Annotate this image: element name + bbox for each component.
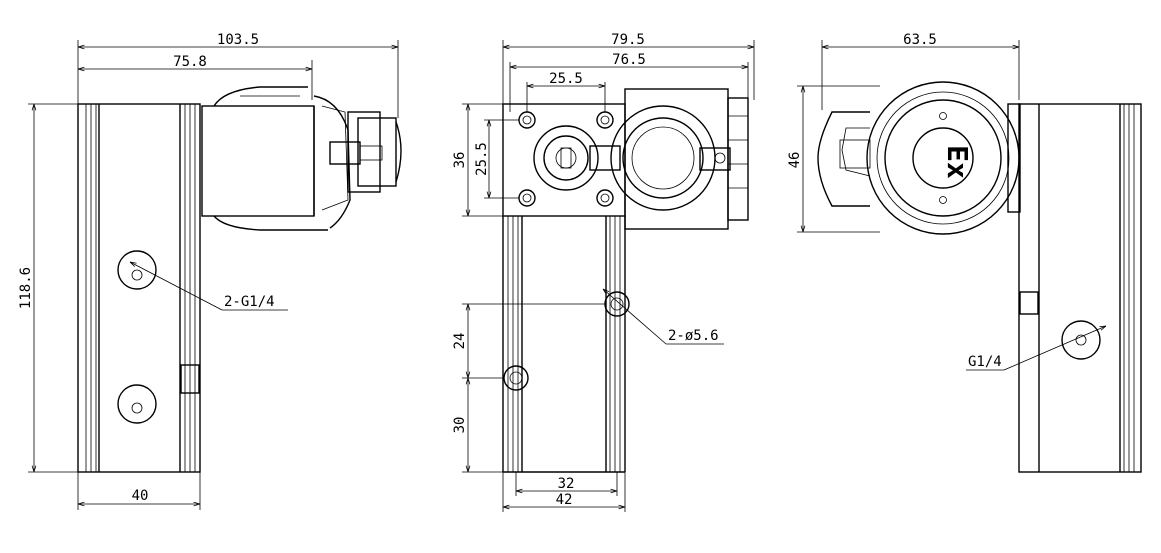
left-port-upper xyxy=(117,250,157,290)
middle-view xyxy=(502,88,749,473)
left-port-lower xyxy=(117,384,157,424)
middle-connector xyxy=(533,125,621,191)
left-body-outline xyxy=(77,103,201,473)
middle-flange xyxy=(502,103,626,217)
dim-left-bottom-width: 40 xyxy=(132,488,149,504)
dim-middle-hole-spacing: 25.5 xyxy=(549,71,583,87)
left-dimensions: 103.5 75.8 118.6 40 2-G1/4 xyxy=(18,32,399,510)
left-head xyxy=(201,86,402,231)
right-cap xyxy=(866,81,1021,235)
left-view xyxy=(77,86,402,473)
dim-middle-inner-width: 76.5 xyxy=(612,52,646,68)
right-view: Ex xyxy=(817,81,1142,473)
dim-right-height: 46 xyxy=(787,152,803,169)
dim-left-overall-width: 103.5 xyxy=(217,32,259,48)
right-column xyxy=(1018,103,1142,473)
dim-right-width: 63.5 xyxy=(903,32,937,48)
dim-middle-overall-width: 79.5 xyxy=(611,32,645,48)
dim-middle-flange-height: 36 xyxy=(452,152,468,169)
middle-column xyxy=(502,216,626,473)
middle-hole-callout: 2-ø5.6 xyxy=(668,328,719,344)
dim-middle-lower-hole-offset: 30 xyxy=(452,417,468,434)
dim-middle-bottom-width: 42 xyxy=(556,492,573,508)
right-dimensions: 63.5 46 G1/4 xyxy=(787,32,1106,371)
right-port xyxy=(1061,320,1101,360)
ex-marking: Ex xyxy=(941,145,974,179)
dim-middle-upper-hole-offset: 24 xyxy=(452,333,468,350)
left-tab xyxy=(180,364,200,394)
dim-left-body-width: 75.8 xyxy=(173,54,207,70)
middle-dimensions: 79.5 76.5 25.5 36 25.5 24 30 32 42 xyxy=(452,32,755,512)
right-port-callout: G1/4 xyxy=(968,354,1002,370)
dim-middle-hole-pitch: 32 xyxy=(558,476,575,492)
dim-middle-hole-vertical: 25.5 xyxy=(474,142,490,176)
left-port-callout: 2-G1/4 xyxy=(224,294,275,310)
dim-left-height: 118.6 xyxy=(18,267,34,309)
right-stub xyxy=(817,111,871,207)
middle-cap xyxy=(610,88,749,230)
